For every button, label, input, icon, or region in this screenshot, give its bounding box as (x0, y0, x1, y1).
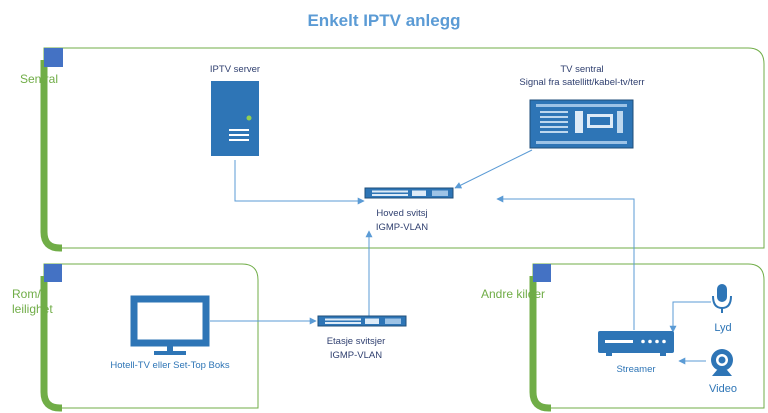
iptv-server-icon (211, 81, 259, 156)
iptv-server-label: IPTV server (210, 64, 260, 75)
line-server-to-hoved (234, 160, 365, 205)
tv-sentral-label-1: TV sentral (560, 64, 603, 75)
zone-label-sentral: Sentral (20, 72, 58, 86)
zone-label-rom-2: leilighet (12, 302, 53, 316)
webcam-icon (711, 349, 733, 376)
tv-label: Hotell-TV eller Set-Top Boks (110, 360, 230, 371)
diagram-title: Enkelt IPTV anlegg (307, 11, 460, 30)
line-streamer-to-hoved (496, 195, 635, 330)
line-lyd-to-streamer (669, 301, 711, 333)
video-label: Video (709, 383, 737, 395)
microphone-icon (712, 284, 732, 313)
etasje-switch-label-1: Etasje svitsjer (327, 336, 386, 347)
streamer-label: Streamer (616, 364, 655, 375)
tv-monitor-icon (130, 295, 210, 355)
zone-label-andre: Andre kilder (481, 287, 545, 301)
lyd-label: Lyd (714, 322, 731, 334)
hoved-switch-icon (364, 187, 454, 199)
zone-label-rom-1: Rom/ (12, 287, 41, 301)
hoved-switch-label-2: IGMP-VLAN (376, 222, 428, 233)
line-tvsentral-to-hoved (454, 149, 533, 189)
tv-sentral-icon (529, 99, 634, 149)
etasje-switch-icon (317, 315, 407, 327)
tv-sentral-label-2: Signal fra satellitt/kabel-tv/terr (519, 77, 644, 88)
streamer-icon (598, 331, 674, 356)
connections (210, 149, 711, 365)
hoved-switch-label-1: Hoved svitsj (376, 208, 427, 219)
etasje-switch-label-2: IGMP-VLAN (330, 350, 382, 361)
